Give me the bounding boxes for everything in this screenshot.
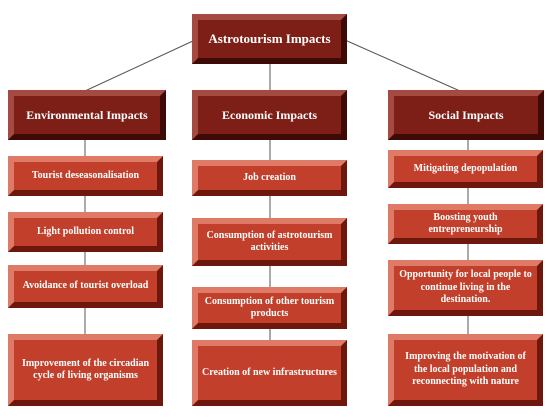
- social-item: Improving the motivation of the local po…: [388, 334, 543, 406]
- environmental-item-label: Light pollution control: [36, 225, 135, 237]
- environmental-item: Tourist deseasonalisation: [8, 156, 163, 196]
- environmental-item: Avoidance of tourist overload: [8, 265, 163, 308]
- economic-item-label: Consumption of other tourism products: [204, 295, 335, 320]
- root-title-box: Astrotourism Impacts: [192, 14, 347, 64]
- economic-item: Job creation: [192, 160, 347, 196]
- social-item: Mitigating depopulation: [388, 150, 543, 188]
- economic-item-label: Consumption of astrotourism activities: [206, 229, 333, 254]
- economic-item-label: Creation of new infrastructures: [202, 366, 337, 378]
- social-item: Boosting youth entrepreneurship: [388, 204, 543, 244]
- environmental-header-label: Environmental Impacts: [26, 107, 148, 122]
- economic-item-label: Job creation: [243, 171, 296, 183]
- social-header: Social Impacts: [388, 90, 544, 140]
- environmental-item-label: Avoidance of tourist overload: [22, 280, 149, 292]
- root-title: Astrotourism Impacts: [208, 30, 331, 46]
- connector-root-social: [344, 39, 461, 92]
- environmental-header: Environmental Impacts: [8, 90, 166, 140]
- connector-root-environmental: [84, 39, 196, 92]
- environmental-item: Light pollution control: [8, 212, 163, 252]
- economic-item: Consumption of astrotourism activities: [192, 218, 347, 266]
- economic-header-label: Economic Impacts: [222, 107, 317, 122]
- environmental-item-label: Tourist deseasonalisation: [31, 169, 140, 181]
- social-item: Opportunity for local people to continue…: [388, 260, 543, 316]
- social-item-label: Mitigating depopulation: [413, 162, 518, 174]
- environmental-item: Improvement of the circadian cycle of li…: [8, 334, 163, 406]
- economic-header: Economic Impacts: [192, 90, 347, 140]
- economic-item: Consumption of other tourism products: [192, 287, 347, 329]
- social-item-label: Improving the motivation of the local po…: [405, 351, 526, 388]
- economic-item: Creation of new infrastructures: [192, 340, 347, 406]
- social-item-label: Boosting youth entrepreneurship: [428, 211, 503, 236]
- social-item-label: Opportunity for local people to continue…: [399, 269, 532, 306]
- environmental-item-label: Improvement of the circadian cycle of li…: [21, 357, 150, 382]
- social-header-label: Social Impacts: [428, 107, 504, 122]
